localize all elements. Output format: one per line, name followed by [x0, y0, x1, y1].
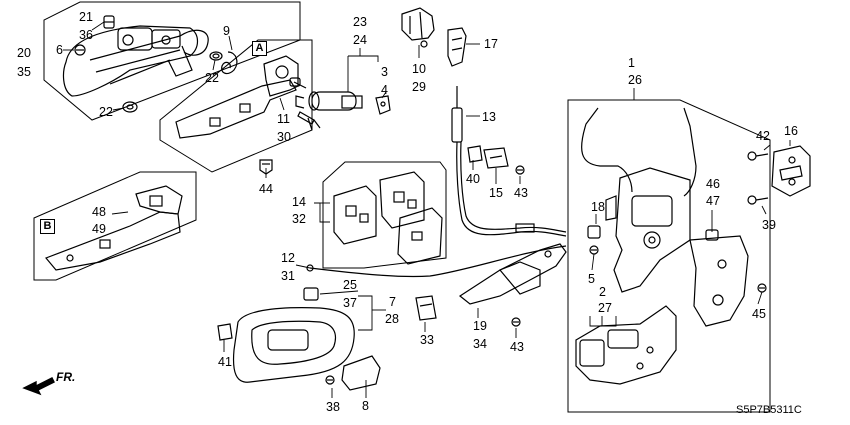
part-17-clip — [447, 27, 467, 67]
panel-cylinder-set-frame — [322, 161, 447, 269]
callout-c42: 42 — [756, 129, 770, 143]
callout-c35: 35 — [17, 65, 31, 79]
cylinder-set-14 — [333, 171, 443, 265]
part-45-bolt — [757, 283, 767, 293]
callout-c44: 44 — [259, 182, 273, 196]
callout-c39: 39 — [762, 218, 776, 232]
callout-c19: 19 — [473, 319, 487, 333]
callout-c8: 8 — [362, 399, 369, 413]
callout-c48: 48 — [92, 205, 106, 219]
callout-c32: 32 — [292, 212, 306, 226]
callout-c16: 16 — [784, 124, 798, 138]
callout-c6: 6 — [56, 43, 63, 57]
callout-c43b: 43 — [510, 340, 524, 354]
callout-c26: 26 — [628, 73, 642, 87]
part-8-cover — [341, 355, 381, 391]
box-a-label: A — [252, 41, 267, 56]
part-9-spring — [221, 51, 238, 75]
part-43-bolt-b — [511, 317, 521, 327]
callout-c33: 33 — [420, 333, 434, 347]
part-5-screw — [589, 245, 599, 255]
part-25-clip — [303, 287, 319, 301]
lever-19 — [458, 243, 567, 305]
callout-c22b: 22 — [99, 105, 113, 119]
part-12-rod — [306, 245, 567, 278]
leader-lines — [63, 21, 791, 398]
part-41-clip — [217, 323, 233, 341]
callout-c22a: 22 — [205, 71, 219, 85]
panel-handle-bracket-b-frame — [33, 171, 197, 281]
callout-c46: 46 — [706, 177, 720, 191]
callout-c2: 2 — [599, 285, 606, 299]
callout-c25: 25 — [343, 278, 357, 292]
callout-c37: 37 — [343, 296, 357, 310]
part-38-screw — [325, 375, 335, 385]
key-cylinder-assembly — [289, 77, 363, 131]
callout-c1: 1 — [628, 56, 635, 70]
callout-c18: 18 — [591, 200, 605, 214]
callout-c43a: 43 — [514, 186, 528, 200]
part-33-clip — [415, 295, 437, 321]
part-42-bolt — [747, 151, 769, 161]
part-18-clip — [587, 225, 601, 239]
part-4-lever — [375, 95, 391, 115]
part-21-clip — [103, 15, 115, 29]
callout-c27: 27 — [598, 301, 612, 315]
callout-c36: 36 — [79, 28, 93, 42]
callout-c49: 49 — [92, 222, 106, 236]
callout-c4: 4 — [381, 83, 388, 97]
callout-c34: 34 — [473, 337, 487, 351]
callout-c15: 15 — [489, 186, 503, 200]
part-6-screw — [74, 44, 86, 56]
callout-c20: 20 — [17, 46, 31, 60]
callout-c40: 40 — [466, 172, 480, 186]
part-15-bracket — [483, 147, 509, 169]
inner-handle-7 — [232, 307, 355, 383]
callout-c30: 30 — [277, 130, 291, 144]
front-direction-arrow — [22, 377, 55, 396]
callout-c29: 29 — [412, 80, 426, 94]
part-13-rod-cable — [451, 86, 567, 237]
part-46-clip — [705, 229, 719, 241]
part-44-clip — [259, 159, 273, 175]
callout-c38: 38 — [326, 400, 340, 414]
callout-c41: 41 — [218, 355, 232, 369]
callout-c9: 9 — [223, 24, 230, 38]
callout-c47: 47 — [706, 194, 720, 208]
part-39-bolt — [747, 195, 769, 205]
callout-c23: 23 — [353, 15, 367, 29]
callout-c11: 11 — [277, 112, 290, 126]
outer-handle-assembly — [62, 25, 209, 97]
callout-c17: 17 — [484, 37, 498, 51]
callout-c5: 5 — [588, 272, 595, 286]
callout-c14: 14 — [292, 195, 306, 209]
diagram-code: S5P7B5311C — [736, 404, 802, 416]
callout-c21: 21 — [79, 10, 93, 24]
part-22-grommet-a — [209, 51, 223, 61]
door-lock-assembly — [581, 107, 697, 293]
box-b-label: B — [40, 219, 55, 234]
callout-c24: 24 — [353, 33, 367, 47]
callout-c7: 7 — [389, 295, 396, 309]
lock-cover-plate — [689, 235, 749, 327]
callout-c45: 45 — [752, 307, 766, 321]
part-10-bracket — [401, 7, 435, 48]
bracket-48 — [45, 185, 183, 271]
part-40-clip — [467, 145, 483, 163]
callout-c31: 31 — [281, 269, 295, 283]
actuator-27 — [575, 305, 677, 385]
part-22-grommet-b — [122, 101, 138, 113]
callout-c3: 3 — [381, 65, 388, 79]
callout-c28: 28 — [385, 312, 399, 326]
part-43-bolt-a — [515, 165, 525, 175]
panel-handle-bracket-a-frame — [159, 39, 313, 173]
callout-c13: 13 — [482, 110, 496, 124]
panel-door-lock-frame — [567, 99, 771, 413]
striker-16 — [771, 145, 811, 197]
callout-c12: 12 — [281, 251, 295, 265]
front-direction-label: FR. — [56, 370, 76, 384]
callout-c10: 10 — [412, 62, 426, 76]
handle-bracket-11 — [175, 55, 299, 139]
